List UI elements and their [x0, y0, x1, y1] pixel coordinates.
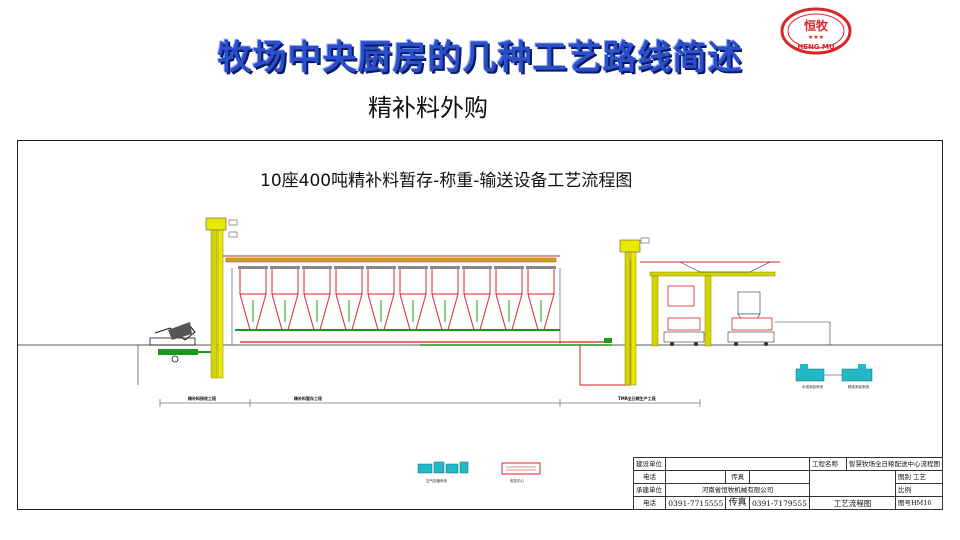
- title-block: 建设单位 工程名称 智慧牧场全日粮配送中心流程图 电话 传真 图别 工艺 承建单…: [632, 457, 944, 510]
- tb-builder-label: 承建单位: [632, 483, 667, 497]
- slide-title: 牧场中央厨房的几种工艺路线简述: [217, 38, 743, 78]
- tb-sheet-name: 工艺流程图: [808, 496, 896, 510]
- tb-number-label: 图号: [897, 498, 911, 507]
- company-logo: 恒牧 ★★★ HENG MU: [780, 7, 852, 55]
- diagram-title: 10座400吨精补料暂存-称重-输送设备工艺流程图: [260, 171, 633, 191]
- tb-phone-label-1: 电话: [632, 470, 667, 484]
- tb-number: 图号HM16: [894, 496, 944, 510]
- tb-owner-value: [665, 457, 810, 471]
- tb-number-value: HM16: [910, 498, 932, 507]
- tb-owner-label: 建设单位: [632, 457, 667, 471]
- tb-builder-phone: 0391-7715555: [665, 496, 727, 510]
- logo-subtext: HENG MU: [797, 43, 835, 51]
- tb-builder-fax: 0391-7179555: [748, 496, 810, 510]
- tb-project-label: 工程名称: [808, 457, 847, 471]
- tb-scale-label: 比例: [894, 483, 944, 497]
- drawing-frame: [17, 140, 943, 510]
- tb-drawing-label: 图别 工艺: [894, 470, 944, 484]
- logo-text: 恒牧: [804, 18, 829, 33]
- tb-drawing-label-text: 图别: [897, 472, 911, 481]
- tb-scale-label-text: 比例: [897, 485, 911, 494]
- tb-project-value: 智慧牧场全日粮配送中心流程图: [845, 457, 944, 471]
- tb-builder-value: 河南省恒牧机械有限公司: [665, 483, 810, 497]
- logo-stars: ★★★: [808, 34, 824, 41]
- tb-fax-label-2: 传真: [725, 496, 750, 510]
- slide-subtitle: 精补料外购: [368, 94, 488, 122]
- tb-phone-label-2: 电话: [632, 496, 667, 510]
- tb-drawing-value: 工艺: [913, 472, 927, 481]
- tb-fax-label-1: 传真: [725, 470, 750, 484]
